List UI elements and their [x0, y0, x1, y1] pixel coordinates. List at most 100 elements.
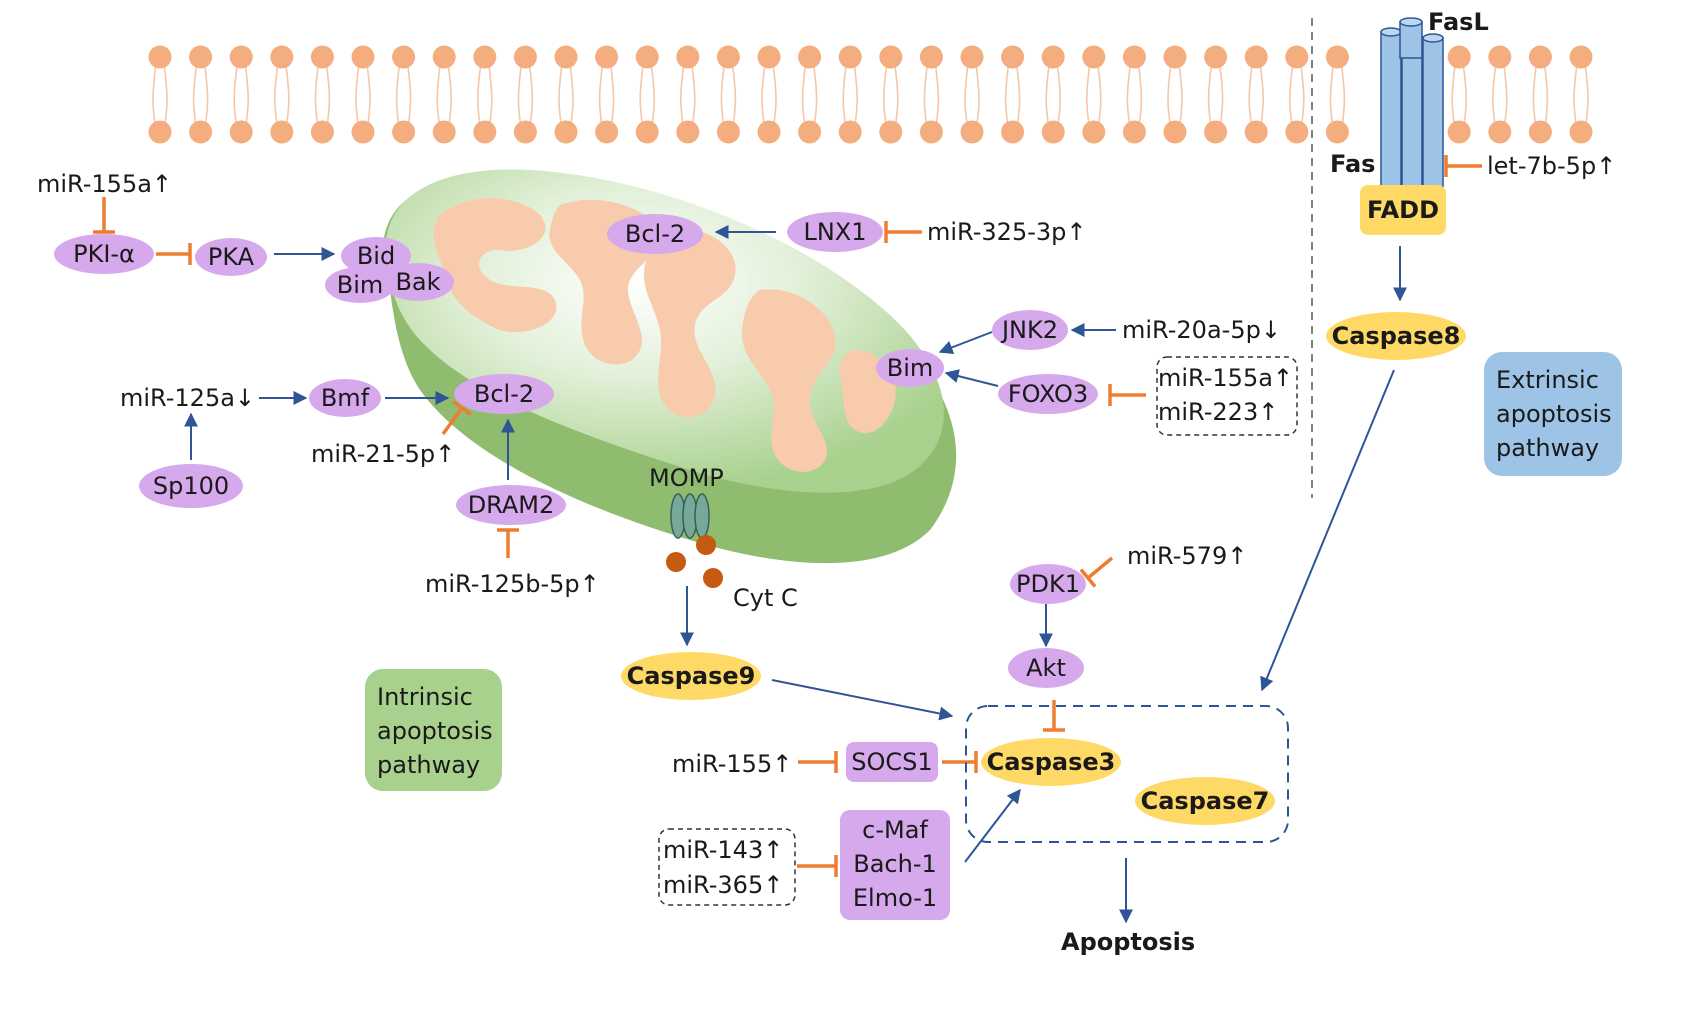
phospholipid [960, 45, 984, 144]
node-pdk1-label: PDK1 [1016, 570, 1080, 598]
node-bmf-label: Bmf [321, 384, 370, 412]
mirna-143: miR-143↑ [663, 836, 783, 864]
node-bak-label: Bak [395, 268, 440, 296]
cytochrome-c-dots [666, 535, 723, 588]
intrinsic-pathway-box-line: apoptosis [377, 717, 493, 745]
label-fasl: FasL [1428, 8, 1489, 36]
phospholipid [919, 45, 943, 144]
phospholipid [310, 45, 334, 144]
arrow-caspase9-casbox [771, 679, 954, 721]
node-bcl2-mid: Bcl-2 [454, 374, 554, 414]
mirna-group-box-cmaf [658, 828, 796, 906]
arrow-caspase8-casbox [1260, 369, 1395, 692]
inhibit-pki-pka [156, 243, 192, 265]
mirna-579: miR-579↑ [1127, 542, 1247, 570]
node-caspase3: Caspase3 [981, 738, 1121, 786]
mirna-let-7b-5p: let-7b-5p↑ [1487, 152, 1616, 180]
node-cmaf-line: Elmo-1 [853, 884, 937, 912]
node-lnx1: LNX1 [787, 212, 883, 252]
node-cmaf-line: c-Maf [862, 816, 928, 844]
phospholipid [1082, 45, 1106, 144]
mirna-365: miR-365↑ [663, 871, 783, 899]
phospholipid [554, 45, 578, 144]
node-akt-label: Akt [1026, 654, 1066, 682]
inhibit-akt-caspase3 [1043, 700, 1065, 732]
intrinsic-pathway-box-line: pathway [377, 751, 480, 779]
inhibit-mir21-bcl2 [441, 400, 472, 436]
node-bcl2-top: Bcl-2 [607, 214, 703, 254]
node-pdk1: PDK1 [1010, 564, 1086, 604]
node-bak: Bak [382, 263, 454, 301]
phospholipid [392, 45, 416, 144]
node-caspase8: Caspase8 [1326, 312, 1466, 360]
mirna-group-box-foxo3 [1156, 356, 1298, 436]
node-bid-label: Bid [357, 242, 395, 270]
node-caspase8-label: Caspase8 [1332, 322, 1461, 350]
mirna-155a-box: miR-155a↑ [1158, 364, 1293, 392]
arrow-jnk2-bim [938, 331, 993, 355]
node-bmf: Bmf [309, 379, 381, 417]
phospholipid [1163, 45, 1187, 144]
phospholipid [1285, 45, 1309, 144]
node-akt: Akt [1008, 648, 1084, 688]
label-cytc: Cyt C [733, 584, 798, 612]
inhibit-mir125b-dram2 [497, 528, 519, 558]
phospholipid [1041, 45, 1065, 144]
node-bim-top: Bim [325, 267, 395, 303]
phospholipid [838, 45, 862, 144]
caspase-executioner-box [965, 705, 1289, 843]
inhibit-mirbox-foxo3 [1108, 384, 1146, 406]
inhibit-mir325-lnx1 [884, 221, 922, 243]
fas-receptor [1380, 17, 1444, 189]
phospholipid [148, 45, 172, 144]
node-dram2: DRAM2 [456, 485, 566, 525]
node-pka-label: PKA [208, 243, 255, 271]
inhibit-mir155-socs1 [798, 751, 838, 773]
phospholipid [635, 45, 659, 144]
fasl-ligand [1399, 21, 1423, 59]
phospholipid [351, 45, 375, 144]
node-bim-right-label: Bim [887, 354, 934, 382]
phospholipid [757, 45, 781, 144]
phospholipid [879, 45, 903, 144]
mirna-20a-5p: miR-20a-5p↓ [1122, 316, 1281, 344]
phospholipid [513, 45, 537, 144]
extrinsic-pathway-box-line: apoptosis [1496, 400, 1612, 428]
mirna-223: miR-223↑ [1158, 398, 1278, 426]
phospholipid [1244, 45, 1268, 144]
node-jnk2: JNK2 [992, 310, 1068, 350]
phospholipid [1447, 45, 1471, 144]
node-foxo3-label: FOXO3 [1008, 380, 1088, 408]
node-pki-alpha: PKI-α [54, 234, 154, 274]
labels: FasLFasmiR-155a↑miR-325-3p↑miR-20a-5p↓mi… [37, 8, 1616, 956]
inhibit-socs1-caspase3 [942, 751, 978, 773]
phospholipid [676, 45, 700, 144]
node-sp100-label: Sp100 [153, 472, 229, 500]
node-bim-top-label: Bim [337, 271, 384, 299]
phospholipid [189, 45, 213, 144]
mirna-155: miR-155↑ [672, 750, 792, 778]
node-cmaf-line: Bach-1 [853, 850, 937, 878]
node-bid: Bid [341, 237, 411, 275]
inhibit-mir155a-pki [93, 197, 115, 234]
node-caspase9: Caspase9 [621, 652, 761, 700]
phospholipid [1122, 45, 1146, 144]
inhibit-mir579-pdk1 [1079, 556, 1114, 588]
phospholipid [270, 45, 294, 144]
arrow-cmaf-caspase3 [964, 788, 1021, 863]
phospholipid [1001, 45, 1025, 144]
phospholipid [716, 45, 740, 144]
node-sp100: Sp100 [139, 464, 243, 508]
extrinsic-pathway-box-line: Extrinsic [1496, 366, 1599, 394]
inhibit-mirbox-cmaf [797, 855, 838, 877]
node-socs1-label: SOCS1 [851, 748, 932, 776]
node-bcl2-top-label: Bcl-2 [625, 220, 685, 248]
phospholipid [1204, 45, 1228, 144]
cell-membrane [148, 45, 1593, 144]
label-momp: MOMP [649, 464, 724, 492]
